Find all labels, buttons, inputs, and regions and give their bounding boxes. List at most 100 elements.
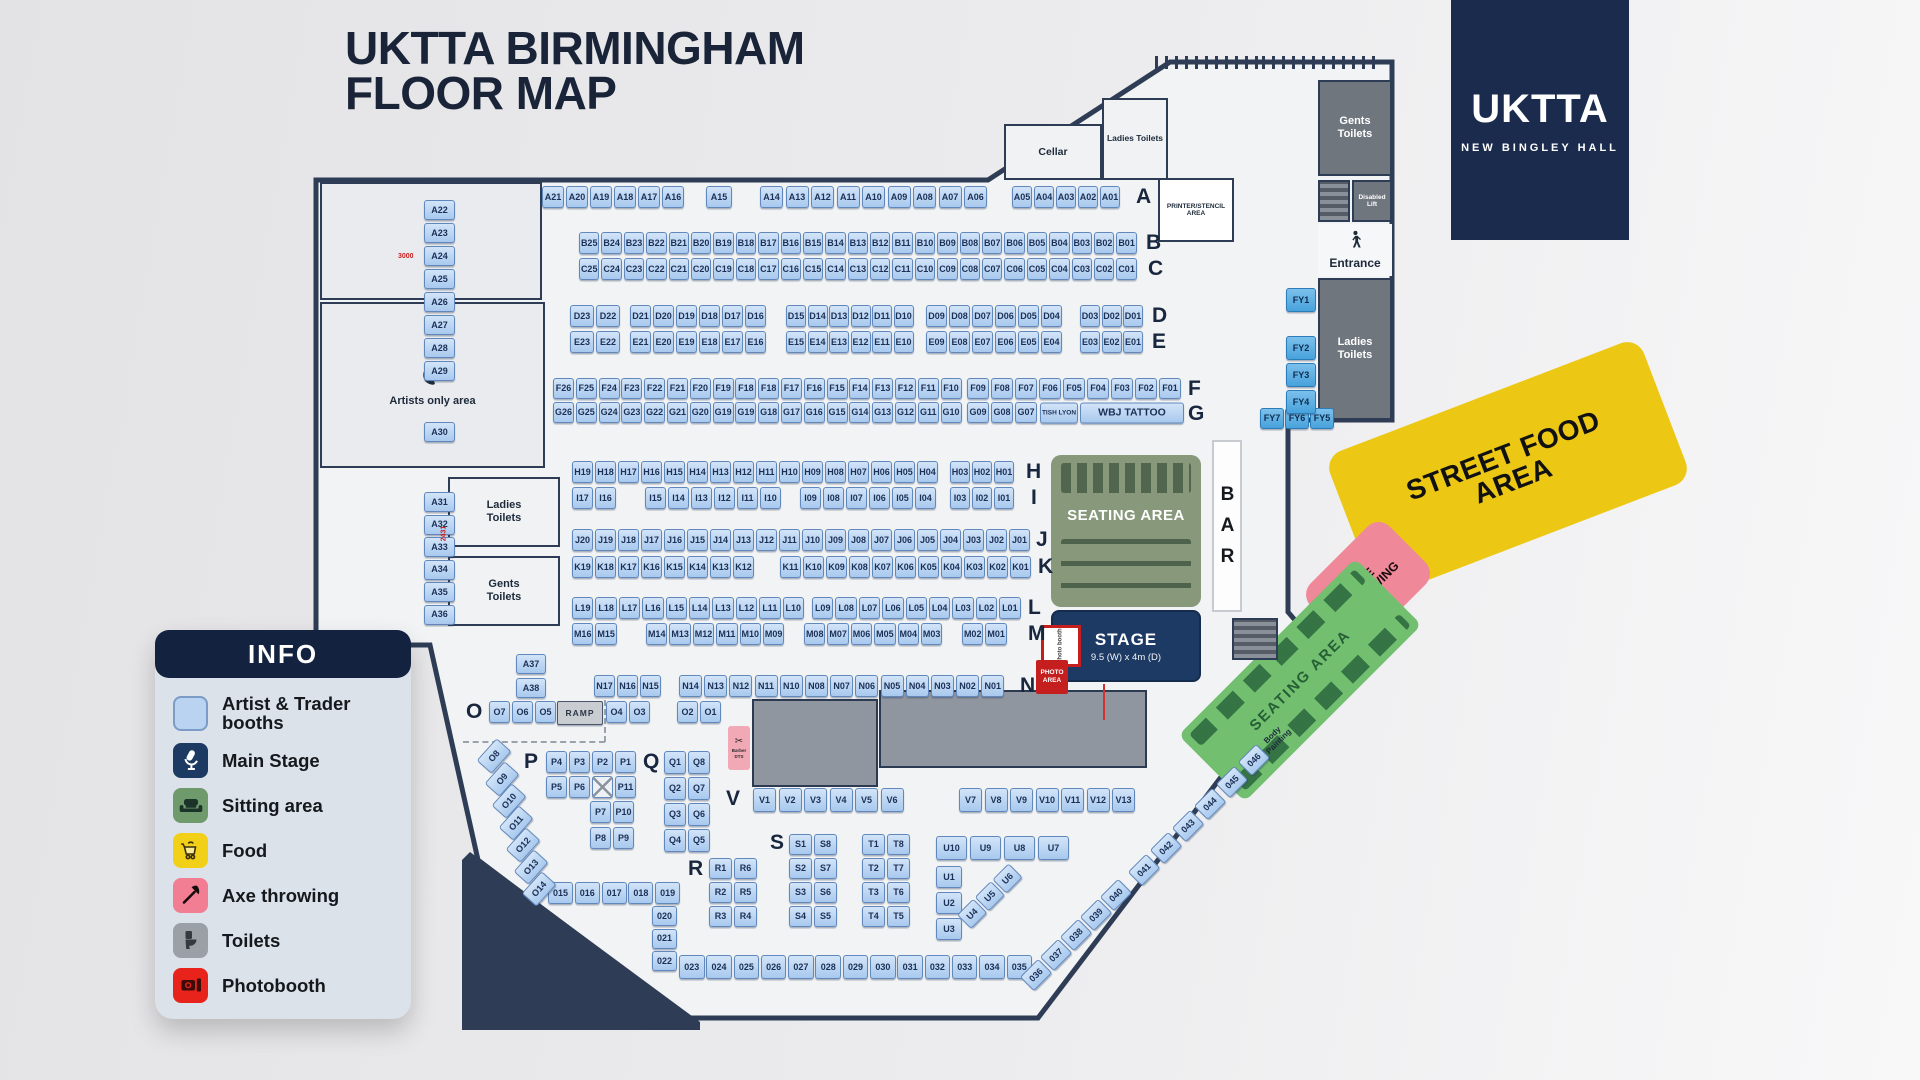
booth-019: 019 xyxy=(655,882,681,904)
booth-J17: J17 xyxy=(641,529,662,551)
booth-N15: N15 xyxy=(640,675,661,697)
booth-D17: D17 xyxy=(722,305,743,327)
booth-F19: F19 xyxy=(712,378,734,399)
booth-G10: G10 xyxy=(940,402,962,423)
booth-U7: U7 xyxy=(1038,836,1069,860)
booth-F21: F21 xyxy=(666,378,688,399)
booth-E01: E01 xyxy=(1123,331,1143,353)
row-letter-G: G xyxy=(1188,402,1205,425)
booth-E11: E11 xyxy=(872,331,892,353)
booth-G17: G17 xyxy=(780,402,802,423)
booth-031: 031 xyxy=(897,955,923,979)
booth-L17: L17 xyxy=(618,597,641,619)
booth-C15: C15 xyxy=(802,258,824,280)
booth-U10: U10 xyxy=(936,836,967,860)
booth-P5: P5 xyxy=(546,776,567,798)
booth-D22: D22 xyxy=(596,305,620,327)
legend-item-camera: Photobooth xyxy=(173,967,397,1003)
booth-T6: T6 xyxy=(887,882,910,903)
booth-K15: K15 xyxy=(664,556,685,578)
booth-H16: H16 xyxy=(641,461,662,483)
booth-015: 015 xyxy=(548,882,573,904)
booth-C21: C21 xyxy=(668,258,689,280)
booth-V5: V5 xyxy=(855,788,878,812)
booth-D04: D04 xyxy=(1041,305,1062,327)
booth-P6: P6 xyxy=(569,776,590,798)
booth-D02: D02 xyxy=(1101,305,1122,327)
booth-E15: E15 xyxy=(786,331,806,353)
booth-V8: V8 xyxy=(984,788,1008,812)
dashed-line xyxy=(463,741,605,743)
dashed-line xyxy=(604,700,606,742)
booth-I15: I15 xyxy=(645,487,666,509)
booth-V4: V4 xyxy=(829,788,853,812)
legend-item-booth: Artist & Trader booths xyxy=(173,694,397,733)
booth-G24: G24 xyxy=(598,402,620,423)
booth-G09: G09 xyxy=(967,402,989,423)
booth-B12: B12 xyxy=(870,232,891,254)
booth-FY4: FY4 xyxy=(1286,390,1316,414)
booth-A27: A27 xyxy=(424,315,455,335)
booth-C12: C12 xyxy=(870,258,891,280)
row-letter-P: P xyxy=(524,750,539,773)
booth-F11: F11 xyxy=(917,378,939,399)
booth-V6: V6 xyxy=(880,788,904,812)
booth-T5: T5 xyxy=(887,906,910,927)
room-label: Cellar xyxy=(1038,145,1068,158)
booth-G16: G16 xyxy=(803,402,825,423)
booth-B15: B15 xyxy=(802,232,824,254)
scissors-icon: ✂ xyxy=(734,736,744,748)
booth-A35: A35 xyxy=(424,582,455,602)
booth-027: 027 xyxy=(788,955,814,979)
legend-item-axe: Axe throwing xyxy=(173,877,397,913)
booth-N04: N04 xyxy=(905,675,929,697)
booth-K13: K13 xyxy=(710,556,731,578)
booth-K17: K17 xyxy=(618,556,639,578)
block xyxy=(1232,618,1278,660)
booth-A01: A01 xyxy=(1100,186,1120,208)
booth-V7: V7 xyxy=(959,788,982,812)
booth-C16: C16 xyxy=(780,258,801,280)
booth-crossed xyxy=(592,776,613,798)
row-letter-O: O xyxy=(466,700,483,723)
booth-032: 032 xyxy=(924,955,951,979)
booth-E16: E16 xyxy=(745,331,766,353)
booth-C04: C04 xyxy=(1049,258,1070,280)
booth-D06: D06 xyxy=(995,305,1016,327)
toilet-icon xyxy=(173,922,208,958)
booth-Q1: Q1 xyxy=(664,751,686,774)
booth-E13: E13 xyxy=(829,331,849,353)
booth-H19: H19 xyxy=(572,461,593,483)
booth-RAMP: RAMP xyxy=(557,701,603,725)
booth-F03: F03 xyxy=(1111,378,1133,399)
booth-B16: B16 xyxy=(780,232,801,254)
person-icon xyxy=(1344,229,1366,257)
booth-S5: S5 xyxy=(814,906,837,927)
booth-B20: B20 xyxy=(690,232,712,254)
dimension-label: 3000 xyxy=(398,253,414,260)
booth-A19: A19 xyxy=(590,186,612,208)
booth-F15: F15 xyxy=(826,378,848,399)
room-label: Gents Toilets xyxy=(1337,115,1373,140)
booth-A23: A23 xyxy=(424,223,455,243)
booth-C08: C08 xyxy=(959,258,981,280)
booth-F01: F01 xyxy=(1159,378,1181,399)
booth-V3: V3 xyxy=(804,788,827,812)
booth-E23: E23 xyxy=(570,331,594,353)
booth-E10: E10 xyxy=(893,331,914,353)
booth-I16: I16 xyxy=(595,487,616,509)
booth-P11: P11 xyxy=(615,776,636,798)
